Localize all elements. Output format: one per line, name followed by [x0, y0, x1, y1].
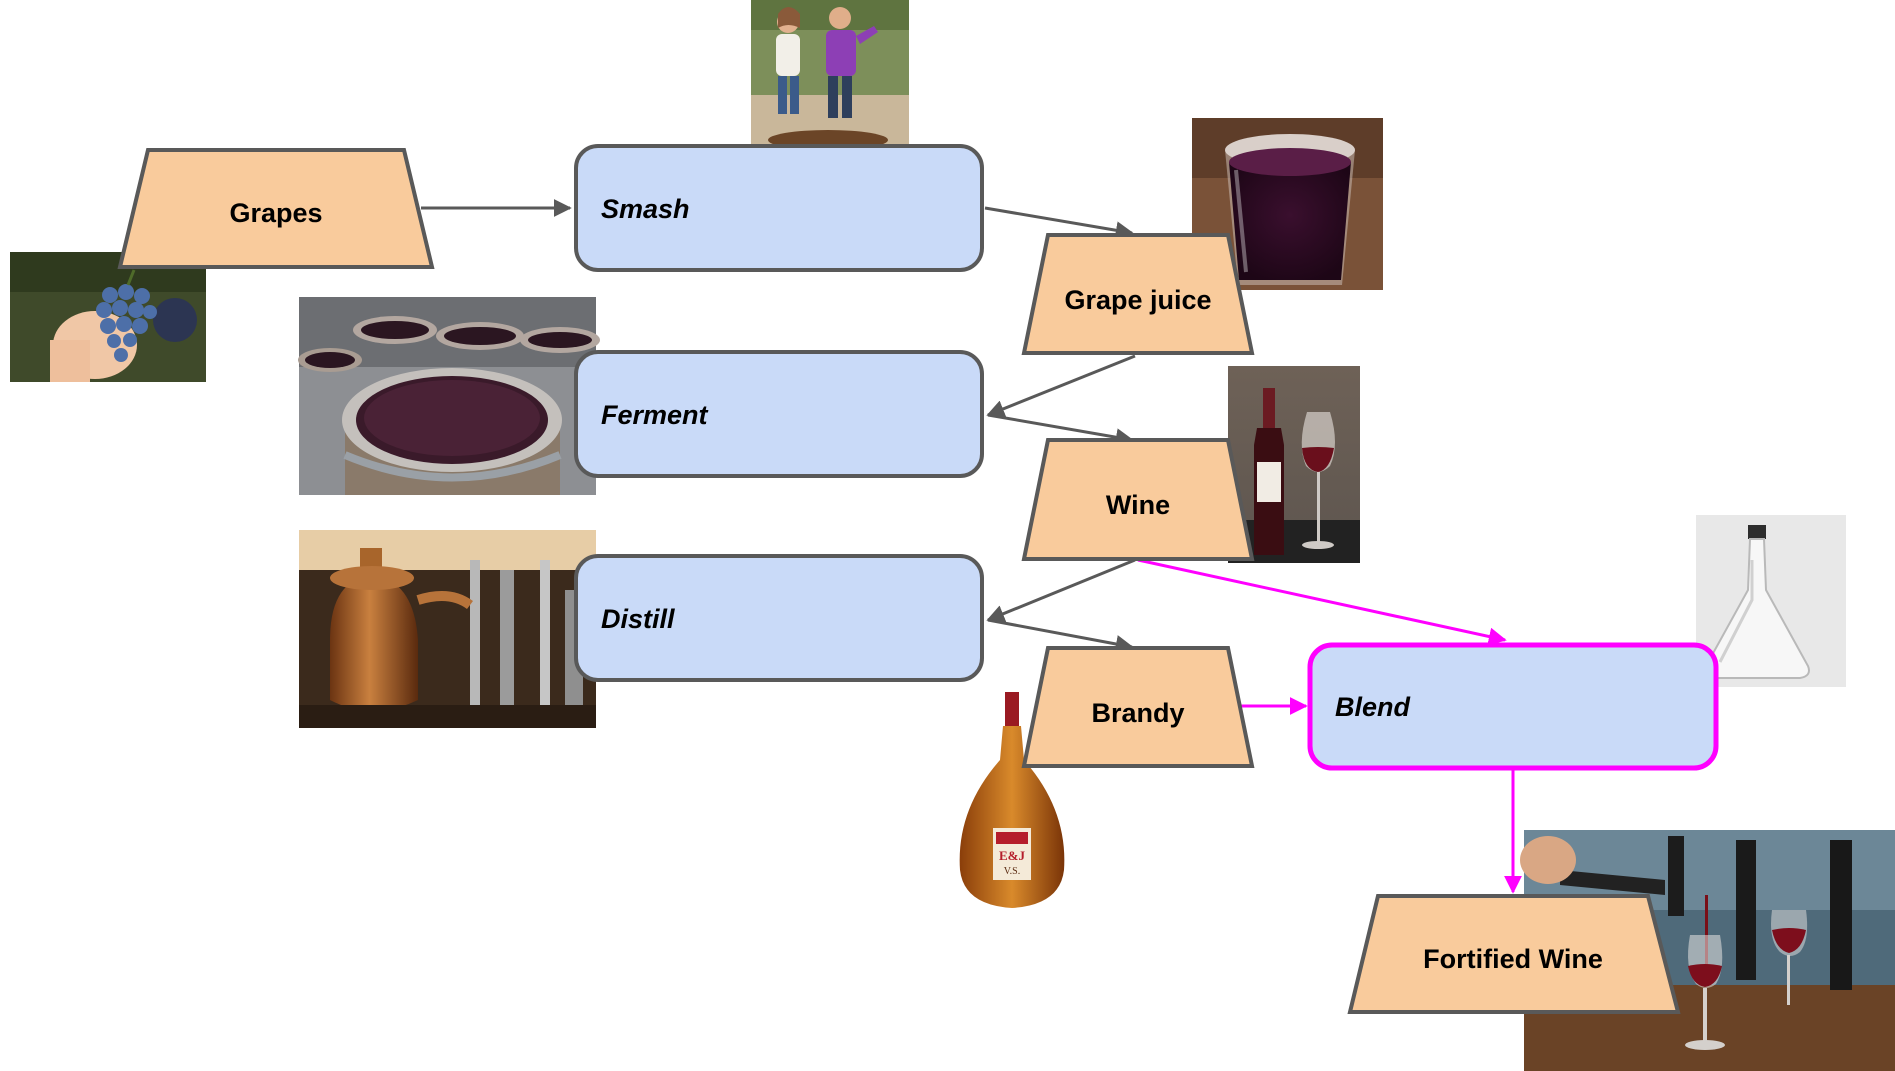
- process-blend-label: Blend: [1335, 692, 1411, 722]
- copper-still-photo: [299, 530, 596, 728]
- process-blend: Blend: [1307, 642, 1719, 771]
- process-smash-label: Smash: [601, 194, 690, 224]
- arrow-ferment-to-wine: [987, 413, 1134, 447]
- process-distill: Distill: [574, 554, 984, 682]
- flask-photo: [1696, 515, 1846, 687]
- node-grapes-label: Grapes: [229, 198, 322, 228]
- grape-juice-photo: [1192, 118, 1383, 290]
- node-brandy-label: Brandy: [1091, 698, 1184, 728]
- process-ferment-label: Ferment: [601, 400, 709, 430]
- node-wine: Wine: [1021, 438, 1255, 561]
- arrow-distill-to-brandy: [987, 618, 1134, 653]
- node-grape-juice: Grape juice: [1021, 233, 1255, 355]
- fermenting-barrels-photo: [298, 297, 600, 495]
- arrow-wine-to-blend: [1137, 558, 1507, 646]
- grape-stomping-photo: [751, 0, 909, 150]
- process-smash: Smash: [574, 144, 984, 272]
- node-fortified-wine: Fortified Wine: [1347, 894, 1681, 1014]
- grapes-photo: [10, 252, 206, 382]
- node-fortified-wine-label: Fortified Wine: [1423, 944, 1603, 974]
- process-distill-label: Distill: [601, 604, 675, 634]
- brandy-bottle-photo: E&J V.S.: [959, 692, 1065, 908]
- wine-bottle-photo: [1228, 366, 1360, 563]
- arrow-smash-to-grape-juice: [984, 206, 1134, 240]
- node-brandy: Brandy: [1021, 646, 1255, 768]
- brandy-label-brand: E&J: [999, 848, 1026, 863]
- process-ferment: Ferment: [574, 350, 984, 478]
- node-grape-juice-label: Grape juice: [1064, 285, 1211, 315]
- brandy-label-grade: V.S.: [1004, 866, 1021, 877]
- connectors: [421, 199, 1522, 894]
- node-grapes: Grapes: [117, 148, 435, 269]
- arrow-grape-juice-to-ferment: [986, 354, 1136, 418]
- arrow-wine-to-distill: [986, 558, 1136, 623]
- node-wine-label: Wine: [1106, 490, 1170, 520]
